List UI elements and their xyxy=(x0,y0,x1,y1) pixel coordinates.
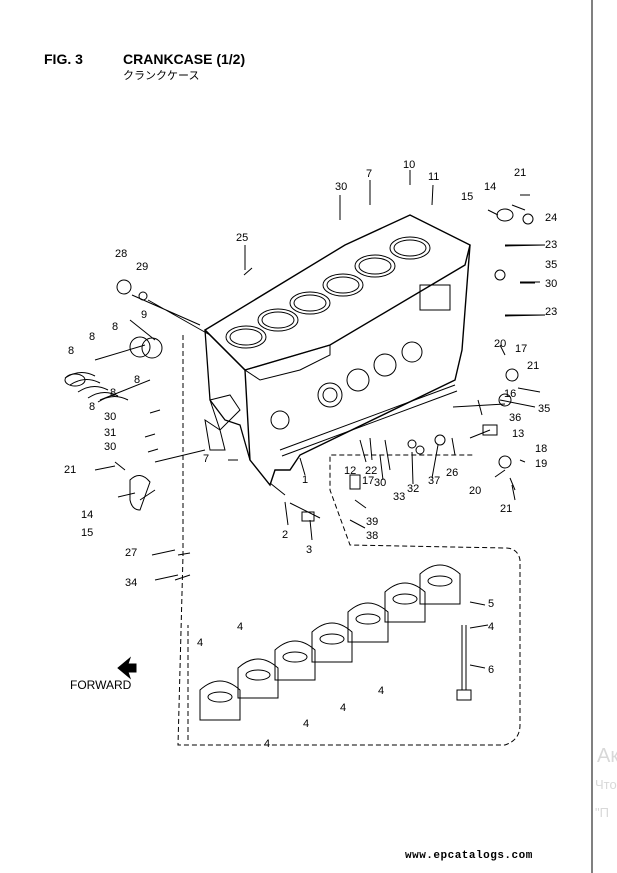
callout-label: 38 xyxy=(366,530,378,542)
callout-label: 33 xyxy=(393,491,405,503)
callout-label: 8 xyxy=(89,401,95,413)
callout-label: 35 xyxy=(538,403,550,415)
callout-label: 37 xyxy=(428,475,440,487)
callout-label: 10 xyxy=(403,159,415,171)
callout-label: 1 xyxy=(302,474,308,486)
callout-label: 21 xyxy=(527,360,539,372)
callout-label: 30 xyxy=(545,278,557,290)
callout-label: 14 xyxy=(81,509,93,521)
figure-number: FIG. 3 xyxy=(44,51,83,67)
callout-label: 7 xyxy=(203,453,209,465)
callout-label: 13 xyxy=(512,428,524,440)
assembly-boundary-dashed xyxy=(177,335,521,746)
callout-label: 4 xyxy=(340,702,346,714)
callout-label: 32 xyxy=(407,483,419,495)
callout-label: 12 xyxy=(344,465,356,477)
callout-label: 7 xyxy=(366,168,372,180)
callout-label: 19 xyxy=(535,458,547,470)
watermark-text: Что xyxy=(595,777,617,792)
callout-label: 24 xyxy=(545,212,557,224)
callout-label: 11 xyxy=(428,171,439,183)
callout-label: 36 xyxy=(509,412,521,424)
callout-label: 22 xyxy=(365,465,377,477)
bearing-caps xyxy=(199,564,461,721)
callout-label: 23 xyxy=(545,239,557,251)
callout-label: 26 xyxy=(446,467,458,479)
callout-label: 29 xyxy=(136,261,148,273)
callout-label: 8 xyxy=(89,331,95,343)
callout-label: 4 xyxy=(197,637,203,649)
callout-label: 3 xyxy=(306,544,312,556)
callout-label: 17 xyxy=(515,343,527,355)
callout-label: 20 xyxy=(494,338,506,350)
forward-arrow-icon xyxy=(117,656,137,680)
callout-label: 18 xyxy=(535,443,547,455)
callout-label: 4 xyxy=(378,685,384,697)
callout-label: 4 xyxy=(488,621,494,633)
callout-label: 14 xyxy=(484,181,496,193)
callout-label: 21 xyxy=(500,503,512,515)
callout-label: 31 xyxy=(104,427,116,439)
figure-title: CRANKCASE (1/2) xyxy=(123,51,246,67)
callout-label: 21 xyxy=(64,464,76,476)
forward-label: FORWARD xyxy=(70,678,132,692)
callout-label: 4 xyxy=(237,621,243,633)
callout-label: 35 xyxy=(545,259,557,271)
callout-label: 8 xyxy=(110,387,116,399)
callout-label: 28 xyxy=(115,248,127,260)
watermark-text: "П xyxy=(595,805,609,820)
callout-label: 6 xyxy=(488,664,494,676)
callout-label: 4 xyxy=(303,718,309,730)
callout-label: 30 xyxy=(374,477,386,489)
watermark-text: Ак xyxy=(597,745,617,767)
callout-label: 17 xyxy=(362,475,374,487)
callout-label: 25 xyxy=(236,232,248,244)
callout-label: 15 xyxy=(461,191,473,203)
callout-label: 15 xyxy=(81,527,93,539)
callout-label: 23 xyxy=(545,306,557,318)
callout-label: 30 xyxy=(335,181,347,193)
site-url: www.epcatalogs.com xyxy=(405,850,533,862)
callout-label: 2 xyxy=(282,529,288,541)
callout-label: 8 xyxy=(68,345,74,357)
callout-label: 20 xyxy=(469,485,481,497)
callout-label: 16 xyxy=(504,388,516,400)
callout-label: 9 xyxy=(141,309,147,321)
figure-subtitle: クランクケース xyxy=(123,70,200,82)
callout-label: 34 xyxy=(125,577,137,589)
callout-label: 8 xyxy=(134,374,140,386)
callout-label: 21 xyxy=(514,167,526,179)
callout-label: 27 xyxy=(125,547,137,559)
callout-label: 5 xyxy=(488,598,494,610)
callout-label: 30 xyxy=(104,441,116,453)
callout-label: 8 xyxy=(112,321,118,333)
cap-bolt xyxy=(461,625,467,690)
crankcase-side-face xyxy=(204,244,471,487)
callout-label: 39 xyxy=(366,516,378,528)
callout-label: 30 xyxy=(104,411,116,423)
callout-label: 4 xyxy=(264,738,270,750)
